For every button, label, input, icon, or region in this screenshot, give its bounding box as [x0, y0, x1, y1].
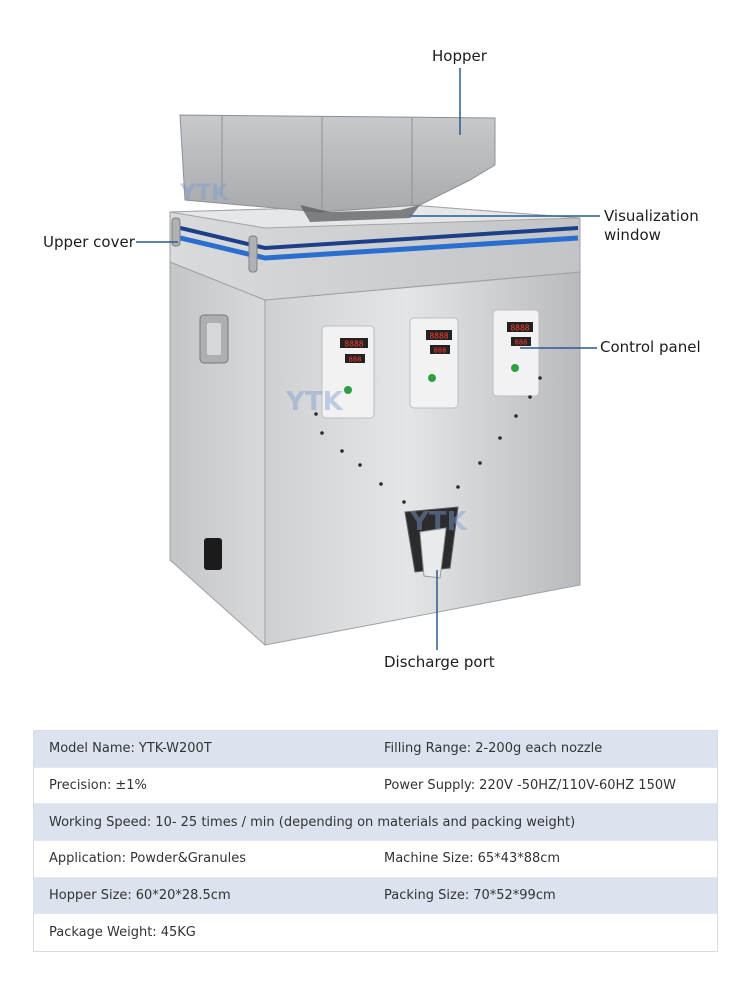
spec-label: Application:	[49, 851, 127, 867]
spec-table: Model Name:YTK-W200T Filling Range:2-200…	[33, 730, 718, 953]
spec-label: Package Weight:	[49, 925, 157, 941]
spec-row: Hopper Size:60*20*28.5cm Packing Size:70…	[34, 877, 717, 915]
svg-text:8888: 8888	[510, 324, 529, 333]
spec-value: 70*52*99cm	[473, 888, 556, 904]
spec-label: Power Supply:	[384, 778, 476, 794]
visualization-window-label-line2: window	[604, 226, 661, 244]
spec-label: Working Speed:	[49, 814, 152, 830]
spec-value: 45KG	[160, 925, 196, 941]
spec-value: YTK-W200T	[138, 741, 212, 757]
spec-label: Model Name:	[49, 741, 135, 757]
svg-text:8888: 8888	[429, 332, 448, 341]
control-panel-label: Control panel	[600, 338, 701, 356]
svg-text:YTK: YTK	[179, 181, 229, 206]
control-panel-2: 8888 888	[409, 317, 459, 409]
svg-text:888: 888	[515, 339, 528, 347]
svg-text:888: 888	[434, 347, 447, 355]
svg-text:8888: 8888	[344, 340, 363, 349]
control-panel-3: 8888 888	[492, 309, 540, 397]
spec-row: Precision:±1% Power Supply:220V -50HZ/11…	[34, 768, 717, 805]
discharge-port-label: Discharge port	[384, 653, 495, 671]
spec-label: Filling Range:	[384, 741, 472, 757]
svg-text:YTK: YTK	[409, 507, 468, 537]
dot-pattern	[314, 376, 542, 504]
control-panel-1: 8888 888	[321, 325, 375, 419]
svg-text:888: 888	[349, 356, 362, 364]
hopper-body	[179, 114, 496, 213]
spec-row: Package Weight:45KG	[34, 914, 717, 951]
spec-value: 2-200g each nozzle	[475, 741, 603, 757]
cover-stripe-light	[171, 233, 579, 261]
spec-row: Model Name:YTK-W200T Filling Range:2-200…	[34, 731, 717, 768]
machine-illustration: 8888 888 8888 888 8888 888	[43, 47, 701, 671]
latch-right	[248, 235, 258, 273]
spec-value: 60*20*28.5cm	[135, 888, 231, 904]
spec-value: 220V -50HZ/110V-60HZ 150W	[479, 778, 676, 794]
spec-label: Packing Size:	[384, 888, 470, 904]
visualization-window-label-line1: Visualization	[604, 207, 699, 225]
cover-stripe-dark	[171, 224, 579, 251]
upper-cover-label: Upper cover	[43, 233, 135, 251]
spec-label: Machine Size:	[384, 851, 474, 867]
spec-value: Powder&Granules	[130, 851, 246, 867]
svg-text:YTK: YTK	[285, 387, 344, 417]
visualization-window	[300, 205, 420, 222]
spec-label: Precision:	[49, 778, 112, 794]
spec-label: Hopper Size:	[49, 888, 132, 904]
latch-left	[171, 217, 181, 247]
spec-value: 10- 25 times / min (depending on materia…	[155, 814, 576, 830]
callout-lines	[136, 68, 600, 650]
ytk-watermark-logo: YTK YTK YTK	[179, 181, 468, 537]
spec-value: 65*43*88cm	[477, 851, 561, 867]
hopper-label: Hopper	[432, 47, 487, 65]
power-socket	[204, 538, 222, 570]
spec-row: Application:Powder&Granules Machine Size…	[34, 841, 717, 878]
spec-row: Working Speed:10- 25 times / min (depend…	[34, 804, 717, 842]
spec-value: ±1%	[115, 778, 147, 794]
filling-machine-drawing: 8888 888 8888 888 8888 888	[136, 68, 600, 650]
